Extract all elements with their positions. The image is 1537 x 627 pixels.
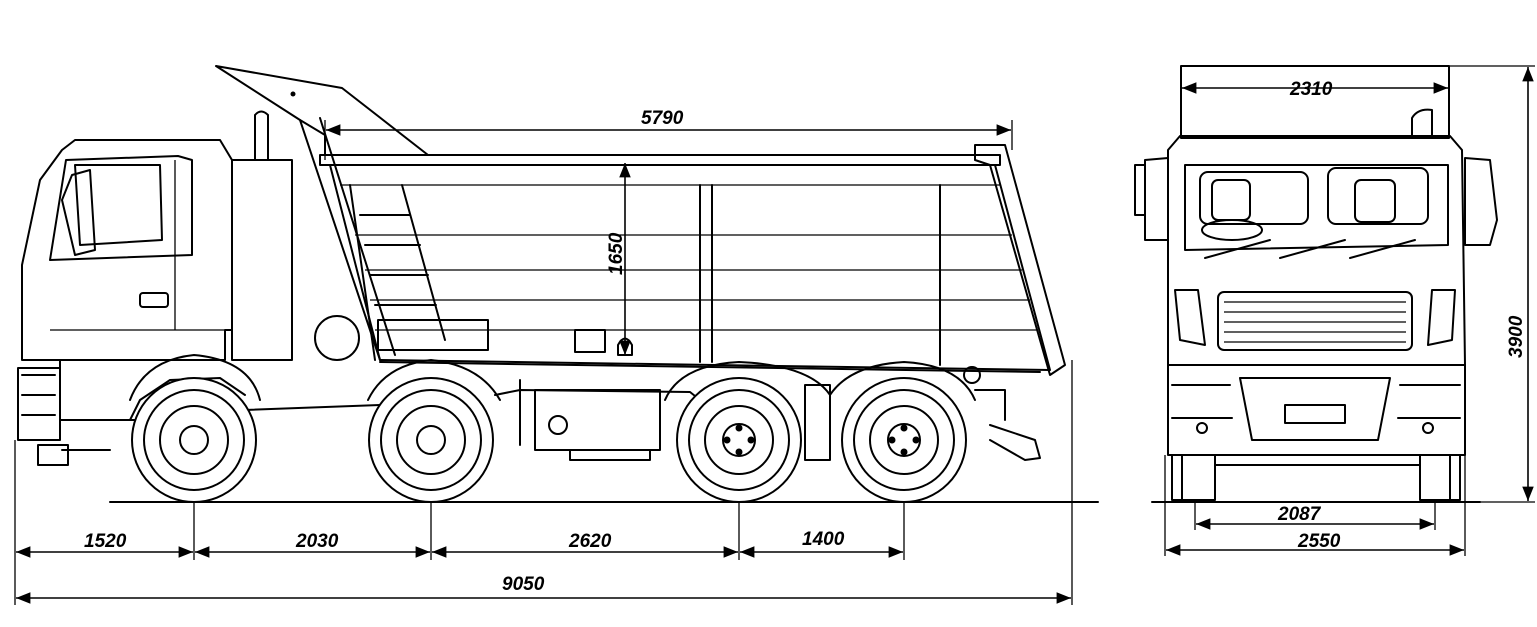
front-wheels [1171, 454, 1461, 501]
axle-3-wheel [676, 377, 802, 503]
fuel-tank [314, 315, 360, 361]
dump-body [319, 144, 1066, 376]
axle-4-wheel [841, 377, 967, 503]
rear-bumper [989, 424, 1041, 461]
front-dimensions: 2310 3900 2087 2550 [1164, 65, 1535, 556]
left-mirror [1134, 157, 1169, 241]
dim-body-height: 1650 [606, 232, 627, 275]
dim-overall-length: 9050 [502, 574, 545, 595]
dim-wheelbase-2-3: 2620 [568, 531, 612, 552]
dim-front-overhang: 1520 [84, 531, 127, 552]
dim-overall-width: 2550 [1297, 531, 1341, 552]
cab [17, 139, 246, 466]
axle-1-wheel [129, 354, 261, 503]
dim-track-width: 2087 [1277, 504, 1322, 525]
front-cab [1167, 135, 1466, 366]
left-headlight [1174, 289, 1206, 346]
exhaust-box [231, 159, 293, 361]
dim-overall-height: 3900 [1506, 315, 1527, 358]
axle-2-wheel [367, 359, 501, 503]
dim-wheelbase-1-2: 2030 [295, 531, 339, 552]
dim-wheelbase-3-4: 1400 [802, 529, 845, 550]
cab-guard [215, 65, 429, 156]
right-mirror [1464, 157, 1498, 246]
side-dimensions: 1520 2030 2620 1400 9050 5790 1650 [14, 108, 1073, 605]
front-view [1134, 65, 1498, 503]
chassis-frame [59, 389, 1006, 421]
right-headlight [1427, 289, 1456, 346]
dim-body-width: 2310 [1289, 79, 1333, 100]
front-grille [1217, 291, 1413, 351]
dim-body-length: 5790 [641, 108, 684, 129]
front-body-top [1180, 65, 1450, 139]
side-view [17, 65, 1099, 503]
